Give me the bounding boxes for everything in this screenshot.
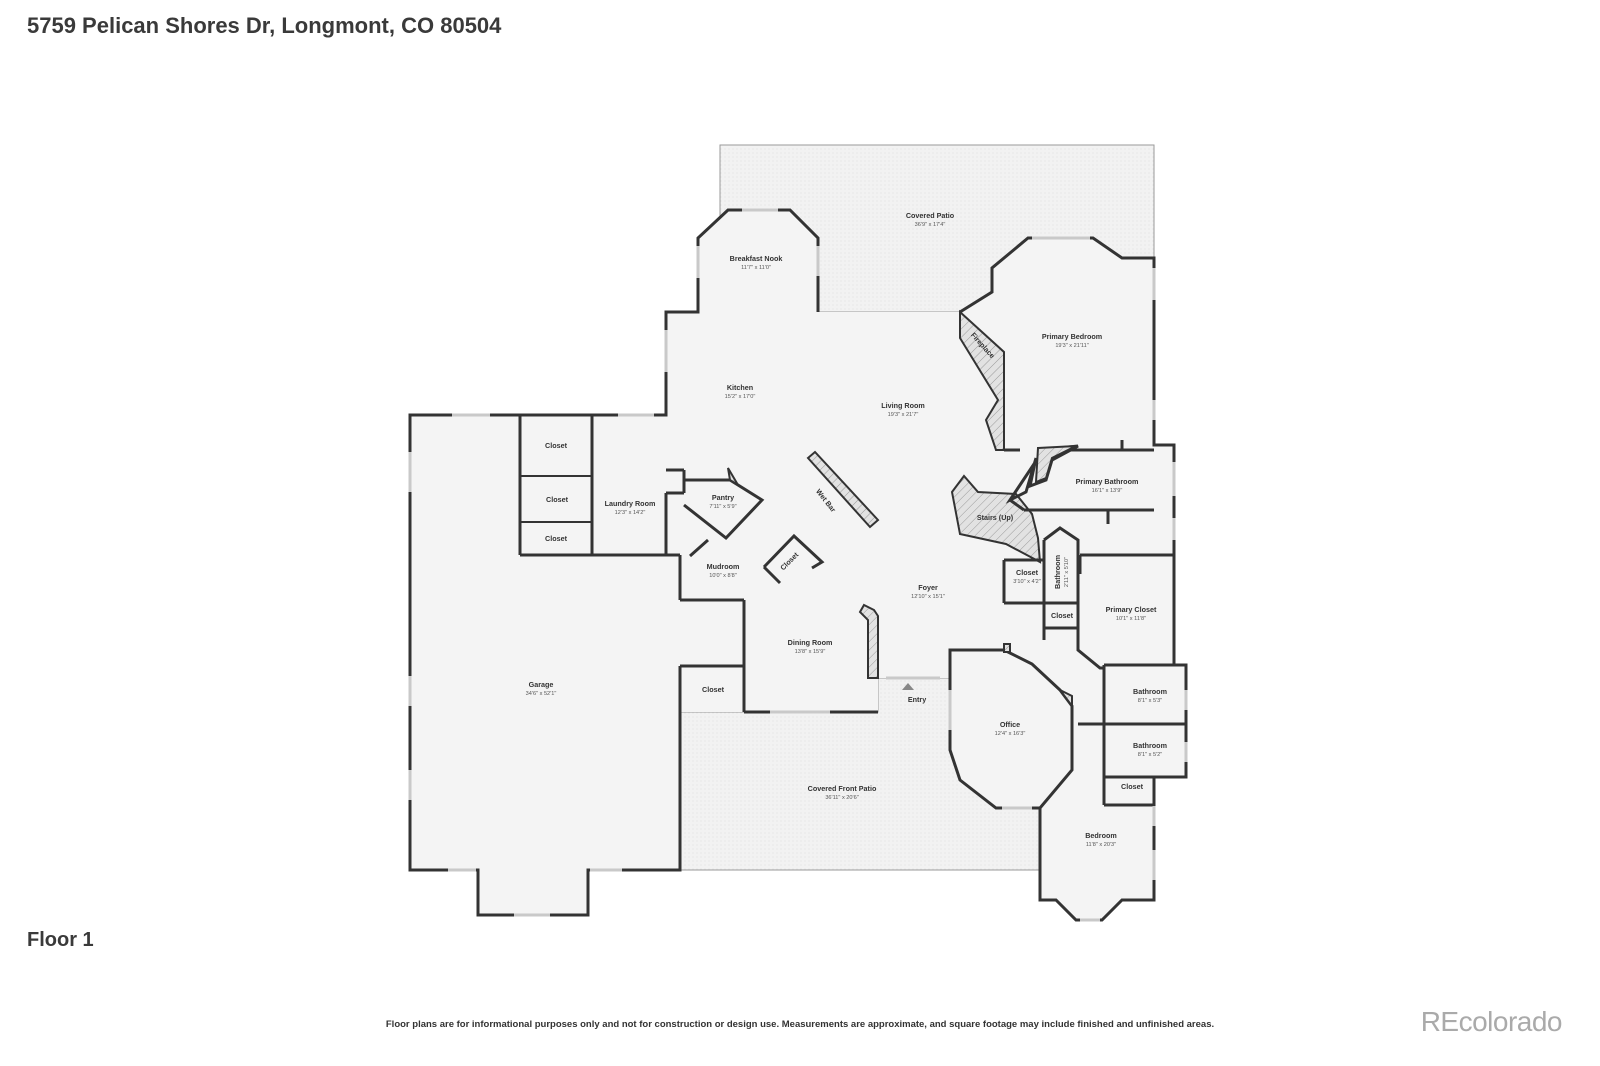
office-label: Office: [1000, 720, 1020, 729]
covered-patio-label: Covered Patio: [906, 211, 955, 220]
bedroom-dims: 11'8" x 20'3": [1086, 842, 1116, 848]
living-room-label: Living Room: [881, 401, 925, 410]
living-room-dims: 19'3" x 21'7": [888, 412, 919, 418]
address-title: 5759 Pelican Shores Dr, Longmont, CO 805…: [27, 13, 502, 38]
primary-bathroom-dims: 16'1" x 13'9": [1092, 488, 1123, 494]
breakfast-nook-label: Breakfast Nook: [730, 254, 783, 263]
mudroom-dims: 10'0" x 8'8": [709, 573, 737, 579]
breakfast-nook-dims: 11'7" x 11'0": [741, 265, 771, 271]
primary-wing-exterior-wall: [959, 236, 1176, 665]
kitchen-label: Kitchen: [727, 383, 753, 392]
small-bathroom-label: Bathroom: [1053, 555, 1062, 589]
primary-closet-label: Primary Closet: [1106, 605, 1157, 614]
floor-label: Floor 1: [27, 929, 94, 951]
pantry-label: Pantry: [712, 493, 734, 502]
foyer-dims: 12'10" x 15'1": [911, 594, 945, 600]
primary-closet-dims: 10'1" x 11'8": [1116, 616, 1146, 622]
closet-1-label: Closet: [545, 441, 568, 450]
garage-label: Garage: [529, 680, 554, 689]
office-walls: [948, 648, 1074, 810]
garage-closet-label: Closet: [702, 685, 725, 694]
brand-logo: REcolorado: [1420, 1006, 1563, 1037]
closet-3-label: Closet: [545, 534, 568, 543]
covered-front-patio-dims: 36'11" x 20'6": [825, 795, 858, 801]
bathroom-b-dims: 8'1" x 5'2": [1138, 752, 1162, 758]
bathroom-a-dims: 8'1" x 5'3": [1138, 698, 1162, 704]
closet-2-label: Closet: [546, 495, 569, 504]
bathroom-wing-exterior-wall: [1104, 663, 1188, 779]
dining-room-dims: 13'8" x 15'9": [795, 649, 826, 655]
foyer-closet-dims: 3'10" x 4'2": [1013, 579, 1041, 585]
stairs-label: Stairs (Up): [977, 513, 1014, 522]
office-dims: 12'4" x 16'3": [995, 731, 1026, 737]
wet-bar-counter: [806, 450, 880, 529]
laundry-room-label: Laundry Room: [605, 499, 656, 508]
bathroom-a-label: Bathroom: [1133, 687, 1167, 696]
disclaimer-text: Floor plans are for informational purpos…: [385, 1019, 1215, 1030]
primary-bedroom-label: Primary Bedroom: [1042, 332, 1102, 341]
covered-patio-dims: 36'9" x 17'4": [915, 222, 946, 228]
garage-dims: 34'6" x 52'1": [526, 691, 557, 697]
foyer-closet-label: Closet: [1016, 568, 1039, 577]
kitchen-dims: 15'2" x 17'0": [725, 394, 756, 400]
entry-label: Entry: [908, 695, 926, 704]
laundry-room-dims: 12'3" x 14'2": [615, 510, 646, 516]
pantry-dims: 7'11" x 5'9": [709, 504, 736, 510]
primary-bathroom-label: Primary Bathroom: [1076, 477, 1139, 486]
entry-arrow-icon: [902, 683, 914, 690]
foyer-label: Foyer: [918, 583, 938, 592]
bedroom-closet-label: Closet: [1121, 782, 1144, 791]
mudroom-label: Mudroom: [707, 562, 740, 571]
closet-mid-label: Closet: [1051, 611, 1074, 620]
dining-room-label: Dining Room: [788, 638, 833, 647]
primary-bedroom-dims: 19'3" x 21'11": [1055, 343, 1088, 349]
fireplace: [959, 309, 1005, 451]
covered-front-patio-label: Covered Front Patio: [808, 784, 877, 793]
small-bathroom-dims: 2'11" x 5'10": [1064, 557, 1070, 587]
bathroom-b-label: Bathroom: [1133, 741, 1167, 750]
bedroom-label: Bedroom: [1085, 831, 1117, 840]
